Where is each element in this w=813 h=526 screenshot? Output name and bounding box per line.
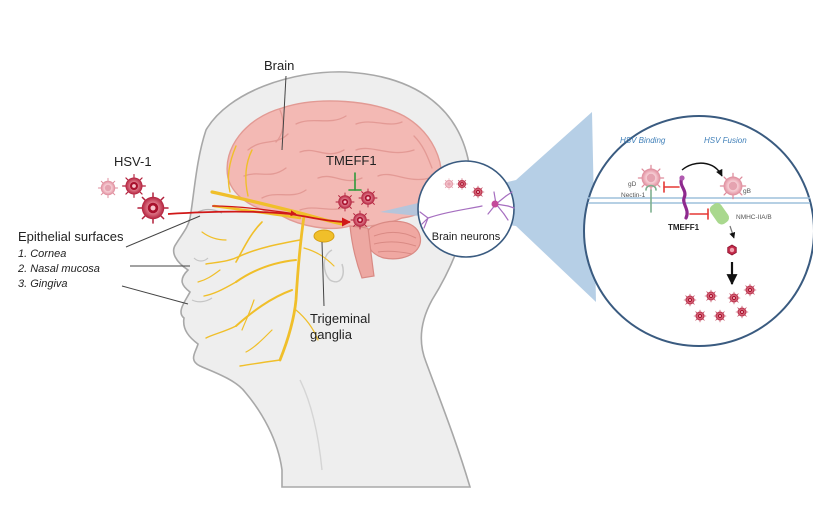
- hsv-binding-label: HSV Binding: [620, 136, 666, 145]
- virus-icon: [350, 210, 370, 230]
- tmeff1-protein-icon: [679, 175, 689, 220]
- trigeminal-label-line2: ganglia: [310, 327, 353, 342]
- cornea-pointer: [125, 215, 201, 248]
- mouth-line: [191, 297, 213, 303]
- tmeff1-inhibition-icon: [348, 172, 362, 191]
- nmhc-protein-icon: [709, 202, 730, 225]
- brain-pointer: [281, 75, 287, 151]
- hsv1-label: HSV-1: [114, 154, 152, 169]
- fusion-arrow: [681, 162, 723, 177]
- brain-gyri: [243, 109, 433, 211]
- nectin-receptor-icon: [645, 184, 657, 213]
- viral-route-arrow-2: [211, 205, 297, 217]
- inhibit-fusion-icon: [689, 208, 709, 220]
- nasal-mucosa-label: 2. Nasal mucosa: [17, 263, 100, 275]
- virus-icon: [97, 177, 119, 199]
- virus-icon: [637, 164, 665, 192]
- inset-circle: [583, 115, 813, 347]
- virus-icon: [137, 192, 169, 224]
- virus-icon: [443, 178, 455, 190]
- ear-shape: [323, 249, 344, 283]
- virus-icon: [456, 178, 468, 190]
- trigeminal-label: Trigeminal ganglia: [310, 311, 374, 342]
- trigeminal-label-line1: Trigeminal: [310, 311, 370, 326]
- tmeff1-label: TMEFF1: [326, 153, 377, 168]
- brainstem: [349, 225, 375, 279]
- nmhc-to-virion-arrow: [729, 225, 736, 239]
- gingiva-pointer: [121, 285, 189, 305]
- virus-icon: [719, 172, 747, 200]
- nose-line: [193, 257, 209, 262]
- virus-icon: [358, 188, 378, 208]
- neuron-icon: [419, 191, 515, 229]
- inset-tmeff1-label: TMEFF1: [668, 223, 700, 232]
- gd-label: gD: [628, 181, 637, 188]
- neck-line: [299, 379, 323, 471]
- cerebellum: [365, 220, 422, 260]
- virus-icon: [471, 185, 485, 199]
- trigeminal-pointer: [321, 241, 325, 307]
- brain-neurons-label: Brain neurons: [432, 231, 501, 243]
- nectin-label: Nectin-1: [621, 192, 646, 199]
- gb-label: gB: [743, 188, 751, 195]
- nmhc-label: NMHC-IIA/B: [736, 214, 772, 221]
- capsid-icon: [727, 244, 737, 256]
- gingiva-label: 3. Gingiva: [18, 278, 68, 290]
- inhibit-binding-icon: [663, 181, 680, 193]
- neuron-body: [491, 200, 499, 208]
- virus-icon: [335, 192, 355, 212]
- epithelial-surfaces-title: Epithelial surfaces: [18, 229, 124, 244]
- viral-route-arrow: [167, 210, 351, 227]
- hsv-fusion-label: HSV Fusion: [704, 136, 747, 145]
- brain-label: Brain: [264, 58, 294, 73]
- trigeminal-ganglion: [313, 229, 335, 243]
- virus-icon: [122, 174, 146, 198]
- cerebellum-folds: [373, 231, 417, 255]
- cell-membrane: [588, 197, 810, 204]
- cornea-label: 1. Cornea: [18, 248, 66, 260]
